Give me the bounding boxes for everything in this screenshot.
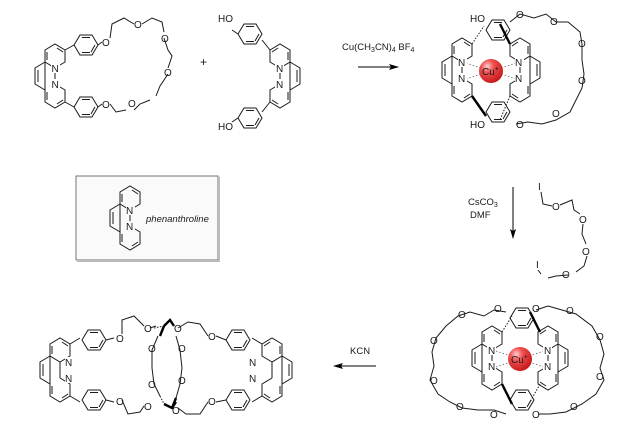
- oxygen-label: O: [596, 372, 604, 383]
- reaction-arrow-3: KCN: [333, 346, 376, 369]
- nitrogen-label: N: [515, 74, 522, 85]
- oxygen-label: O: [552, 109, 560, 120]
- hydroxyl-label: HO: [218, 122, 233, 133]
- nitrogen-label: N: [488, 362, 495, 373]
- oxygen-label: O: [582, 247, 590, 258]
- oxygen-label: O: [178, 376, 186, 387]
- nitrogen-label: N: [65, 358, 72, 369]
- oxygen-label: O: [532, 410, 540, 421]
- oxygen-label: O: [172, 406, 180, 417]
- nitrogen-label: N: [249, 358, 256, 369]
- iodine-label: I: [536, 260, 539, 271]
- solvent-label: DMF: [470, 210, 491, 221]
- oxygen-label: O: [144, 402, 152, 413]
- nitrogen-label: N: [515, 58, 522, 69]
- nitrogen-label: N: [126, 206, 133, 217]
- plus-sign: +: [200, 55, 207, 69]
- oxygen-label: O: [208, 397, 216, 408]
- oxygen-label: O: [430, 336, 438, 347]
- nitrogen-label: N: [65, 374, 72, 385]
- oxygen-label: O: [578, 39, 586, 50]
- copper-reagent-label: Cu(CH3CN)4 BF4: [342, 42, 415, 54]
- copper-ion: [508, 347, 532, 371]
- nitrogen-label: N: [458, 74, 465, 85]
- nitrogen-label: N: [52, 80, 59, 91]
- oxygen-label: O: [579, 215, 587, 226]
- oxygen-label: O: [494, 304, 502, 315]
- oxygen-label: O: [102, 100, 110, 111]
- oxygen-label: O: [161, 34, 169, 45]
- oxygen-label: O: [148, 344, 156, 355]
- oxygen-label: O: [128, 99, 136, 110]
- copper-catenate: Cu+ N N N N O O O O O O O O O O O O: [429, 304, 605, 421]
- oxygen-label: O: [578, 76, 586, 87]
- macrocycle-reactant: N N O O O O O O: [34, 17, 173, 118]
- oxygen-label: O: [562, 270, 570, 281]
- oxygen-label: O: [550, 17, 558, 28]
- nitrogen-label: N: [276, 80, 283, 91]
- hydroxyl-label: HO: [470, 120, 485, 131]
- oxygen-label: O: [516, 10, 524, 21]
- oxygen-label: O: [208, 332, 216, 343]
- reaction-arrow-1: Cu(CH3CN)4 BF4: [342, 42, 415, 70]
- nitrogen-label: N: [544, 362, 551, 373]
- oxygen-label: O: [596, 332, 604, 343]
- phenanthroline-caption: phenanthroline: [145, 214, 209, 225]
- iodine-label: I: [538, 182, 541, 193]
- nitrogen-label: N: [52, 64, 59, 75]
- oxygen-label: O: [490, 410, 498, 421]
- phenanthroline-diol-reactant: N N HO HO: [218, 14, 301, 133]
- oxygen-label: O: [144, 324, 152, 335]
- oxygen-label: O: [134, 20, 142, 31]
- oxygen-label: O: [430, 376, 438, 387]
- nitrogen-label: N: [249, 374, 256, 385]
- oxygen-label: O: [456, 402, 464, 413]
- copper-complex-intermediate: Cu+ N N N N HO HO O O O O O O: [441, 10, 586, 131]
- oxygen-label: O: [116, 397, 124, 408]
- copper-label: Cu+: [511, 354, 528, 366]
- nitrogen-label: N: [458, 58, 465, 69]
- oxygen-label: O: [174, 324, 182, 335]
- cyanide-reagent-label: KCN: [350, 346, 370, 357]
- oxygen-label: O: [566, 306, 574, 317]
- copper-label: Cu+: [482, 66, 499, 78]
- oxygen-label: O: [570, 402, 578, 413]
- oxygen-label: O: [116, 334, 124, 345]
- phenanthroline-inset: N N phenanthroline: [75, 175, 220, 262]
- demetalated-catenane: N N N N O O O O O O O O O O O O: [39, 315, 293, 417]
- oxygen-label: O: [148, 380, 156, 391]
- diiodo-polyether-reagent: I O O O O I: [536, 182, 590, 281]
- nitrogen-label: N: [276, 64, 283, 75]
- hydroxyl-label: HO: [470, 14, 485, 25]
- oxygen-label: O: [102, 38, 110, 49]
- base-reagent-label: CsCO3: [468, 197, 498, 209]
- nitrogen-label: N: [544, 346, 551, 357]
- oxygen-label: O: [516, 120, 524, 131]
- oxygen-label: O: [178, 344, 186, 355]
- oxygen-label: O: [458, 310, 466, 321]
- copper-ion: [479, 59, 503, 83]
- reaction-arrow-2: CsCO3 DMF: [468, 187, 516, 239]
- oxygen-label: O: [164, 68, 172, 79]
- hydroxyl-label: HO: [218, 14, 233, 25]
- oxygen-label: O: [532, 304, 540, 315]
- nitrogen-label: N: [126, 222, 133, 233]
- oxygen-label: O: [552, 202, 560, 213]
- nitrogen-label: N: [488, 346, 495, 357]
